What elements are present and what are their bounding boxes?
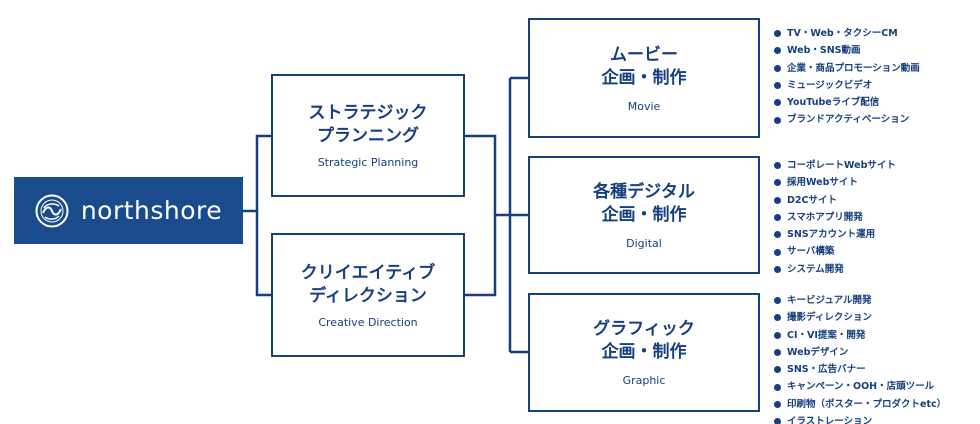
bullet-icon xyxy=(774,196,781,204)
list-item: 撮影ディレクション xyxy=(774,309,946,326)
list-item: 印刷物（ポスター・プロダクトetc） xyxy=(774,396,946,413)
list-item-label: キービジュアル開発 xyxy=(787,295,872,306)
list-item-label: Web・SNS動画 xyxy=(787,45,861,57)
list-item-label: 採用Webサイト xyxy=(787,177,858,189)
bullet-icon xyxy=(774,265,781,273)
bullet-icon xyxy=(774,64,781,72)
creative-direction-title: クリイエイティブ ディレクション xyxy=(300,262,436,306)
list-item-label: YouTubeライブ配信 xyxy=(787,97,880,109)
bullet-icon xyxy=(774,179,781,187)
list-item: 企業・商品プロモーション動画 xyxy=(774,60,920,77)
connector-strategy-to-hub xyxy=(465,134,510,217)
list-item-label: キャンペーン・OOH・店頭ツール xyxy=(787,381,935,393)
list-item: ミュージックビデオ xyxy=(774,77,920,94)
list-item-label: 撮影ディレクション xyxy=(787,312,872,324)
digital-service-list: コーポレートWebサイト 採用Webサイト D2Cサイト スマホアプリ開発 SN… xyxy=(774,157,896,278)
list-item-label: コーポレートWebサイト xyxy=(787,160,896,171)
list-item: CI・VI提案・開発 xyxy=(774,327,946,344)
bullet-icon xyxy=(774,297,781,305)
graphic-subtitle: Graphic xyxy=(622,374,666,387)
bullet-icon xyxy=(774,366,781,374)
list-item: SNSアカウント運用 xyxy=(774,226,896,243)
digital-subtitle: Digital xyxy=(626,236,662,250)
list-item-label: スマホアプリ開発 xyxy=(787,211,863,223)
list-item: SNS・広告バナー xyxy=(774,361,946,378)
movie-service-list: TV・Web・タクシーCM Web・SNS動画 企業・商品プロモーション動画 ミ… xyxy=(774,25,920,129)
connector-brand-to-strategy xyxy=(243,134,271,213)
list-item-label: 企業・商品プロモーション動画 xyxy=(787,62,920,74)
graphic-box: グラフィック 企画・制作 Graphic xyxy=(528,293,760,412)
list-item: D2Cサイト xyxy=(774,192,896,209)
movie-box: ムービー 企画・制作 Movie xyxy=(528,18,760,138)
list-item-label: Webデザイン xyxy=(787,346,849,358)
bullet-icon xyxy=(774,231,781,239)
bullet-icon xyxy=(774,349,781,357)
digital-box: 各種デジタル 企画・制作 Digital xyxy=(528,156,760,274)
movie-subtitle: Movie xyxy=(627,99,661,113)
list-item: キービジュアル開発 xyxy=(774,292,946,309)
list-item-label: TV・Web・タクシーCM xyxy=(787,28,898,39)
creative-direction-box: クリイエイティブ ディレクション Creative Direction xyxy=(271,233,465,357)
list-item-label: SNS・広告バナー xyxy=(787,364,866,376)
bullet-icon xyxy=(774,400,781,408)
list-item-label: ミュージックビデオ xyxy=(787,79,873,91)
graphic-title: グラフィック 企画・制作 xyxy=(593,319,695,362)
list-item: TV・Web・タクシーCM xyxy=(774,25,920,42)
list-item: Web・SNS動画 xyxy=(774,42,920,59)
strategic-planning-title: ストラテジック プランニング xyxy=(308,103,428,146)
bullet-icon xyxy=(774,99,781,107)
list-item: スマホアプリ開発 xyxy=(774,209,896,226)
list-item: コーポレートWebサイト xyxy=(774,157,896,174)
list-item-label: イラストレーション xyxy=(787,416,873,424)
list-item-label: ブランドアクティベーション xyxy=(787,114,910,126)
bullet-icon xyxy=(774,116,781,124)
list-item: ブランドアクティベーション xyxy=(774,111,920,128)
bullet-icon xyxy=(774,248,781,256)
bullet-icon xyxy=(774,314,781,322)
list-item: イラストレーション xyxy=(774,413,946,424)
creative-direction-subtitle: Creative Direction xyxy=(318,315,418,329)
bullet-icon xyxy=(774,47,781,55)
brand-box: northshore xyxy=(14,177,243,244)
list-item-label: CI・VI提案・開発 xyxy=(787,329,866,341)
digital-title: 各種デジタル 企画・制作 xyxy=(593,181,695,225)
wave-circle-logo-icon xyxy=(35,194,69,227)
bullet-icon xyxy=(774,383,781,391)
list-item-label: システム開発 xyxy=(787,263,844,275)
connector-creative-to-hub xyxy=(465,215,497,297)
list-item: キャンペーン・OOH・店頭ツール xyxy=(774,378,946,395)
brand-name: northshore xyxy=(80,196,223,225)
list-item: サーバ構築 xyxy=(774,243,896,260)
bullet-icon xyxy=(774,162,781,170)
movie-title: ムービー 企画・制作 xyxy=(601,44,687,88)
bullet-icon xyxy=(774,331,781,339)
list-item: Webデザイン xyxy=(774,344,946,361)
bullet-icon xyxy=(774,30,781,38)
list-item-label: サーバ構築 xyxy=(787,246,835,258)
bullet-icon xyxy=(774,82,781,90)
list-item-label: SNSアカウント運用 xyxy=(787,229,876,241)
bullet-icon xyxy=(774,418,781,424)
graphic-service-list: キービジュアル開発 撮影ディレクション CI・VI提案・開発 Webデザイン S… xyxy=(774,292,946,424)
list-item: システム開発 xyxy=(774,261,896,278)
bullet-icon xyxy=(774,214,781,222)
strategic-planning-box: ストラテジック プランニング Strategic Planning xyxy=(271,74,465,197)
list-item: 採用Webサイト xyxy=(774,174,896,191)
list-item-label: D2Cサイト xyxy=(787,194,837,206)
list-item: YouTubeライブ配信 xyxy=(774,94,920,111)
connector-brand-to-creative xyxy=(255,211,271,297)
list-item-label: 印刷物（ポスター・プロダクトetc） xyxy=(787,398,947,410)
strategic-planning-subtitle: Strategic Planning xyxy=(317,156,419,169)
